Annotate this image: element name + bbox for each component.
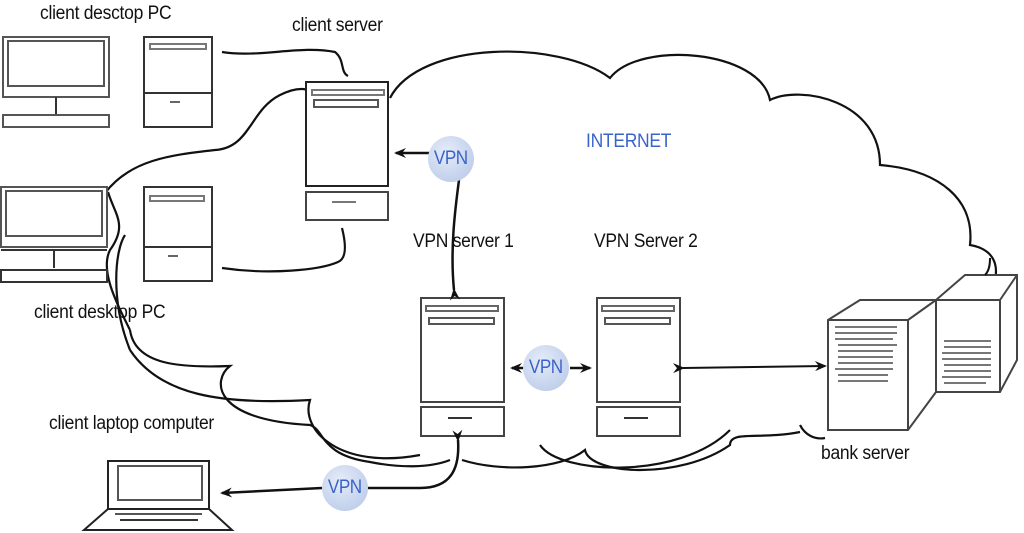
link-vpn1-to-client-server: [450, 179, 461, 301]
label-client-laptop: client laptop computer: [49, 413, 214, 434]
internet-cloud-bottom: [461, 430, 801, 472]
label-bank-server: bank server: [821, 443, 910, 464]
vpn-badge-label: VPN: [328, 477, 362, 498]
link-vpn1-to-laptop: [368, 429, 463, 490]
label-vpn-server-2: VPN Server 2: [594, 231, 698, 252]
internet-cloud: [104, 50, 998, 469]
vpn-server-2: [596, 297, 681, 437]
vpn-badge-label: VPN: [434, 148, 468, 169]
label-vpn-server-1: VPN server 1: [413, 231, 514, 252]
label-internet: INTERNET: [586, 131, 672, 152]
vpn-badge-client-server: VPN: [428, 136, 474, 182]
vpn-server-1: [420, 297, 505, 437]
desktop-pc-2: [0, 186, 213, 283]
label-client-desktop-2: client desktop PC: [34, 302, 166, 323]
client-server: [305, 81, 389, 221]
bank-server: [827, 257, 1018, 431]
internet-cloud-lower-left: [128, 329, 451, 468]
link-vpn2-to-bank: [672, 361, 827, 374]
link-badge-to-laptop: [220, 486, 323, 498]
vpn-badge-label: VPN: [529, 357, 563, 378]
vpn-badge-laptop: VPN: [322, 465, 368, 511]
label-client-server: client server: [292, 15, 383, 36]
vpn-badge-vpn-servers: VPN: [523, 345, 569, 391]
label-client-desktop-1: client desctop PC: [40, 3, 172, 24]
cable-desktop1-server: [221, 48, 349, 77]
cable-desktop2-server: [221, 227, 346, 273]
client-laptop: [81, 460, 235, 531]
internet-cloud-left: [105, 191, 131, 331]
desktop-pc-1: [2, 36, 213, 128]
